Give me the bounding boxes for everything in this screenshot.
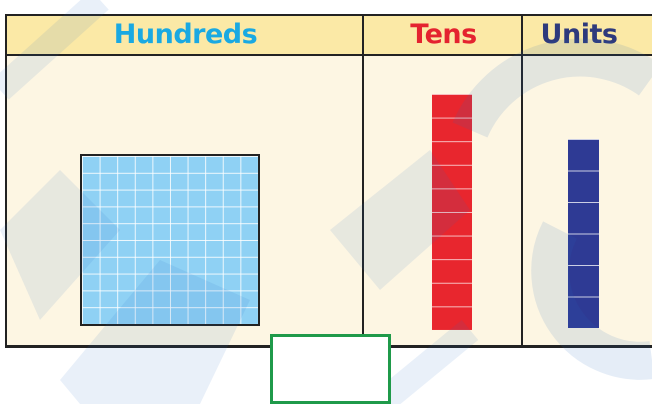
answer-box[interactable]: [270, 334, 391, 404]
units-header: Units: [523, 16, 635, 54]
tens-rod-block: [432, 94, 472, 330]
hundreds-flat-block: [80, 154, 260, 326]
units-cubes-block: [568, 139, 599, 328]
hundreds-header: Hundreds: [7, 16, 364, 54]
tens-header: Tens: [364, 16, 523, 54]
